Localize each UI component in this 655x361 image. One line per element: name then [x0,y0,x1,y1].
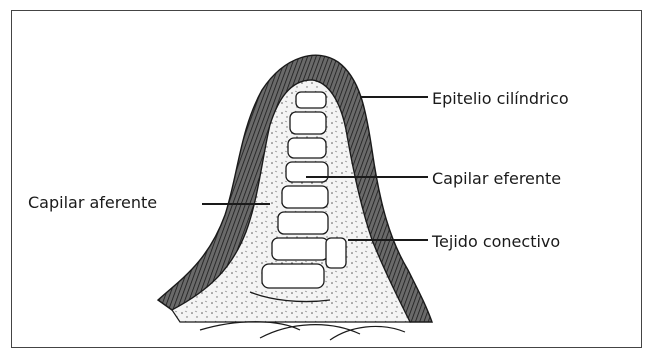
label-epitelio-cilindrico: Epitelio cilíndrico [432,91,569,107]
label-capilar-eferente: Capilar eferente [432,171,561,187]
label-tejido-conectivo: Tejido conectivo [432,234,560,250]
base-fibres [200,322,405,340]
label-capilar-aferente: Capilar aferente [28,195,157,211]
